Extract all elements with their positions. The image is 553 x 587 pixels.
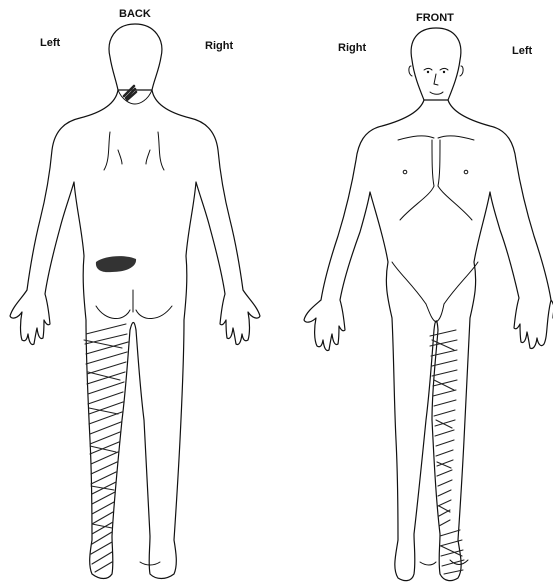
front-body-left-outline: [304, 100, 434, 581]
back-figure: [10, 24, 260, 579]
back-body-right-outline: [136, 90, 260, 579]
back-body-left-outline: [10, 90, 130, 579]
neck-mark: [124, 86, 136, 100]
front-head: [411, 28, 461, 100]
lower-back-mark: [96, 256, 136, 272]
front-figure: [304, 28, 553, 581]
back-head: [109, 24, 162, 90]
front-body-right-outline: [432, 100, 553, 581]
buttocks-line: [96, 290, 172, 319]
